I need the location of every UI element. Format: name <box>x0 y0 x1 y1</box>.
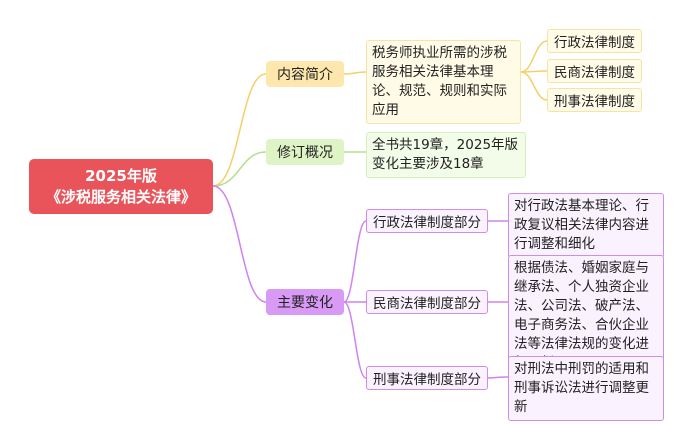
link-summary-item1 <box>520 40 548 73</box>
changes-part-label: 刑事法律制度部分 <box>373 372 481 388</box>
intro-item-label: 民商法律制度 <box>554 65 635 81</box>
intro-summary-text: 税务师执业所需的涉税服务相关法律基本理论、规范、规则和实际应用 <box>372 45 507 118</box>
changes-part-label: 行政法律制度部分 <box>373 215 481 231</box>
link-changes-part1 <box>343 220 367 303</box>
intro-item-admin-law[interactable]: 行政法律制度 <box>547 29 642 53</box>
intro-summary-box: 税务师执业所需的涉税服务相关法律基本理论、规范、规则和实际应用 <box>366 40 521 124</box>
changes-part-label: 民商法律制度部分 <box>373 296 481 312</box>
revision-summary-box: 全书共19章，2025年版变化主要涉及18章 <box>366 132 526 178</box>
link-changes-part3 <box>343 301 367 379</box>
changes-label: 主要变化 <box>277 295 333 311</box>
link-intro-summary <box>343 71 367 75</box>
changes-part-civil[interactable]: 民商法律制度部分 <box>366 290 488 314</box>
changes-part-criminal[interactable]: 刑事法律制度部分 <box>366 366 488 390</box>
root-node[interactable]: 2025年版 《涉税服务相关法律》 <box>29 159 213 214</box>
changes-detail-admin: 对行政法基本理论、行政复议相关法律内容进行调整和细化 <box>508 193 664 258</box>
link-root-intro <box>212 73 267 187</box>
changes-part-admin[interactable]: 行政法律制度部分 <box>366 209 488 233</box>
intro-label: 内容简介 <box>277 67 333 83</box>
link-root-changes <box>212 185 267 303</box>
changes-detail-text: 对刑法中刑罚的适用和刑事诉讼法进行调整更新 <box>514 361 649 415</box>
intro-item-civil-law[interactable]: 民商法律制度 <box>547 59 642 83</box>
link-root-revision <box>212 151 267 187</box>
changes-node[interactable]: 主要变化 <box>266 289 344 315</box>
root-title-line1: 2025年版 <box>85 166 157 185</box>
root-title-line2: 《涉税服务相关法律》 <box>45 187 196 206</box>
changes-detail-criminal: 对刑法中刑罚的适用和刑事诉讼法进行调整更新 <box>508 356 664 421</box>
revision-label: 修订概况 <box>277 145 333 161</box>
changes-detail-text: 对行政法基本理论、行政复议相关法律内容进行调整和细化 <box>514 198 649 252</box>
intro-node[interactable]: 内容简介 <box>266 61 344 87</box>
intro-item-label: 行政法律制度 <box>554 35 635 51</box>
revision-node[interactable]: 修订概况 <box>266 139 344 165</box>
changes-detail-text: 根据债法、婚姻家庭与继承法、个人独资企业法、公司法、破产法、电子商务法、合伙企业… <box>514 260 649 371</box>
revision-summary-text: 全书共19章，2025年版变化主要涉及18章 <box>372 137 519 172</box>
link-summary-item3 <box>520 71 548 101</box>
intro-item-criminal-law[interactable]: 刑事法律制度 <box>547 88 642 112</box>
intro-item-label: 刑事法律制度 <box>554 94 635 110</box>
